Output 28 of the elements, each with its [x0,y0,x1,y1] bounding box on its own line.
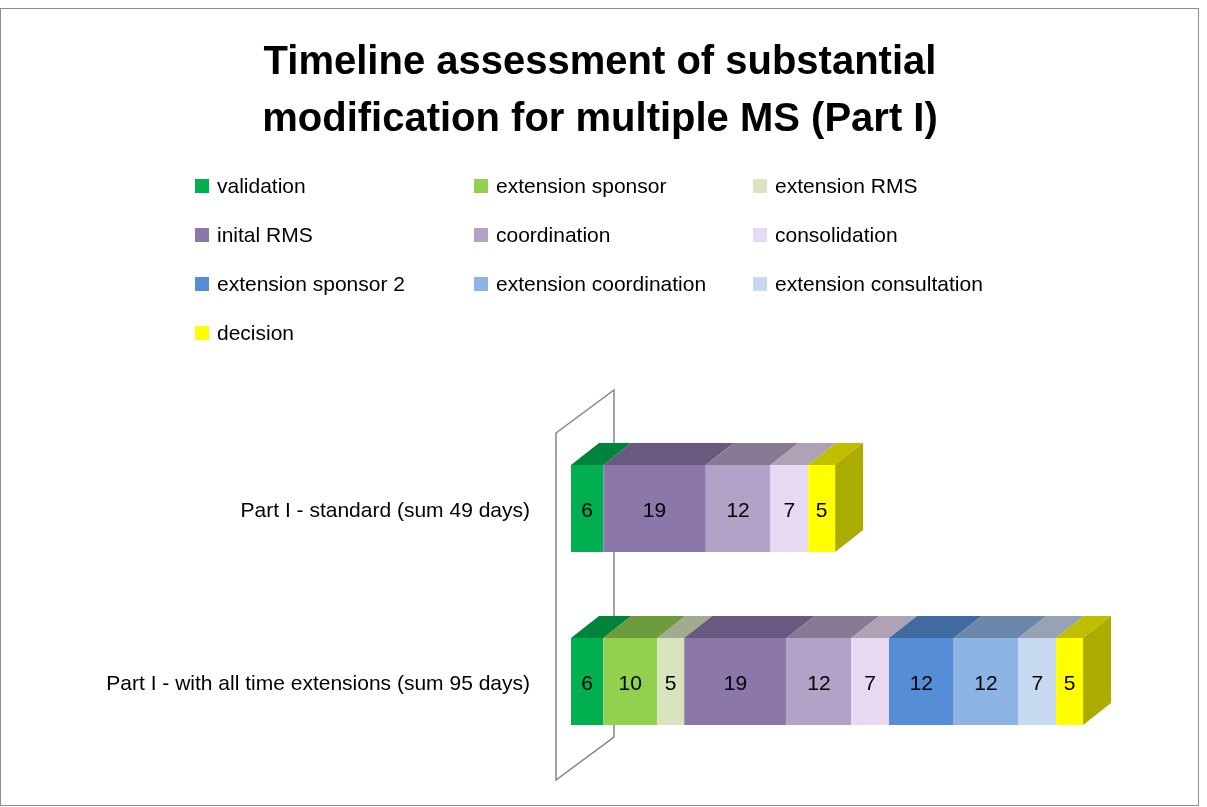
legend-label: decision [217,320,295,345]
legend-label: coordination [496,222,611,247]
data-label: 12 [807,670,831,694]
data-label: 6 [581,670,593,694]
data-label: 7 [864,670,876,694]
legend-label: inital RMS [217,222,313,247]
data-label: 12 [726,497,750,521]
data-label: 5 [664,670,677,694]
data-label: 12 [974,670,998,694]
chart-title: Timeline assessment of substantial modification for multiple MS (Part I) [261,37,939,141]
data-label: 19 [642,497,667,521]
data-label: 19 [723,670,748,694]
data-label: 7 [1031,670,1044,694]
legend-label: consolidation [775,222,898,247]
legend-label: extension consultation [775,271,983,296]
category-label: Part I - standard (sum 49 days) [240,497,530,521]
category-label: Part I - with all time extensions (sum 95 days) [106,670,530,694]
data-label: 7 [783,497,796,521]
data-label: 5 [815,497,828,521]
data-label: 12 [909,670,934,694]
legend-label: extension coordination [496,271,707,296]
legend-label: extension sponsor [496,173,667,198]
data-label: 5 [1063,670,1076,694]
legend-label: validation [217,173,306,198]
data-label: 10 [618,670,642,694]
legend-label: extension sponsor 2 [217,271,405,296]
data-label: 6 [581,497,593,521]
legend-label: extension RMS [775,173,918,198]
